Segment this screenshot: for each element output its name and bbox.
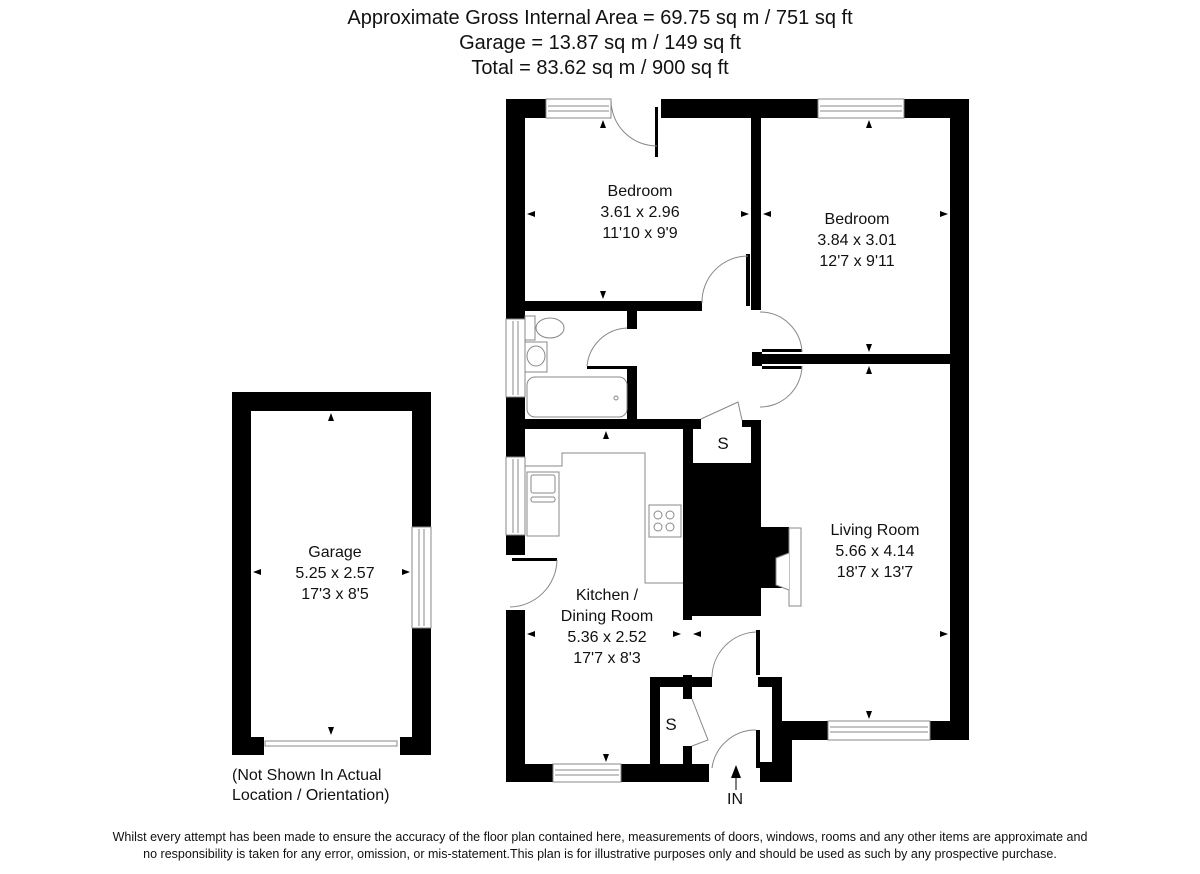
total-area: Total = 83.62 sq m / 900 sq ft — [471, 57, 729, 79]
room-garage: Garage 5.25 x 2.57 17'3 x 8'5 — [295, 542, 374, 605]
garage-note-line2: Location / Orientation) — [232, 787, 390, 804]
garage-note: (Not Shown In Actual Location / Orientat… — [232, 766, 432, 806]
garage-area: Garage = 13.87 sq m / 149 sq ft — [459, 32, 741, 54]
room-name-line2: Dining Room — [560, 608, 654, 625]
room-imperial: 11'10 x 9'9 — [602, 225, 678, 242]
entrance-label: IN — [727, 791, 743, 808]
disclaimer-line1: Whilst every attempt has been made to en… — [112, 830, 1088, 844]
room-imperial: 17'7 x 8'3 — [573, 650, 641, 667]
room-name: Bedroom — [824, 211, 890, 228]
room-name: Living Room — [830, 522, 920, 539]
room-metric: 5.66 x 4.14 — [835, 543, 915, 560]
room-bedroom-1: Bedroom 3.61 x 2.96 11'10 x 9'9 — [600, 181, 679, 244]
fixtures — [524, 315, 802, 607]
room-name-line1: Kitchen / — [575, 587, 639, 604]
room-bedroom-2: Bedroom 3.84 x 3.01 12'7 x 9'11 — [817, 209, 896, 272]
room-imperial: 12'7 x 9'11 — [819, 253, 895, 270]
disclaimer: Whilst every attempt has been made to en… — [0, 829, 1200, 863]
windows — [264, 98, 931, 783]
gross-internal-area: Approximate Gross Internal Area = 69.75 … — [347, 7, 853, 29]
room-name: Bedroom — [607, 183, 673, 200]
walls — [232, 99, 969, 782]
room-living: Living Room 5.66 x 4.14 18'7 x 13'7 — [831, 520, 920, 583]
storage-label-upper: S — [717, 434, 729, 453]
room-kitchen-dining: Kitchen / Dining Room 5.36 x 2.52 17'7 x… — [561, 585, 653, 669]
room-name: Garage — [308, 544, 362, 561]
room-metric: 5.36 x 2.52 — [567, 629, 647, 646]
disclaimer-line2: no responsibility is taken for any error… — [143, 847, 1057, 861]
dimension-markers — [253, 120, 948, 762]
entrance-arrow-icon — [731, 765, 741, 790]
room-metric: 3.61 x 2.96 — [600, 204, 680, 221]
room-metric: 5.25 x 2.57 — [295, 565, 375, 582]
room-metric: 3.84 x 3.01 — [817, 232, 897, 249]
garage-note-line1: (Not Shown In Actual — [232, 767, 382, 784]
room-imperial: 18'7 x 13'7 — [836, 564, 914, 581]
storage-label-lower: S — [665, 715, 677, 734]
door-swings — [509, 99, 803, 769]
room-imperial: 17'3 x 8'5 — [301, 586, 369, 603]
area-summary: Approximate Gross Internal Area = 69.75 … — [0, 6, 1200, 81]
